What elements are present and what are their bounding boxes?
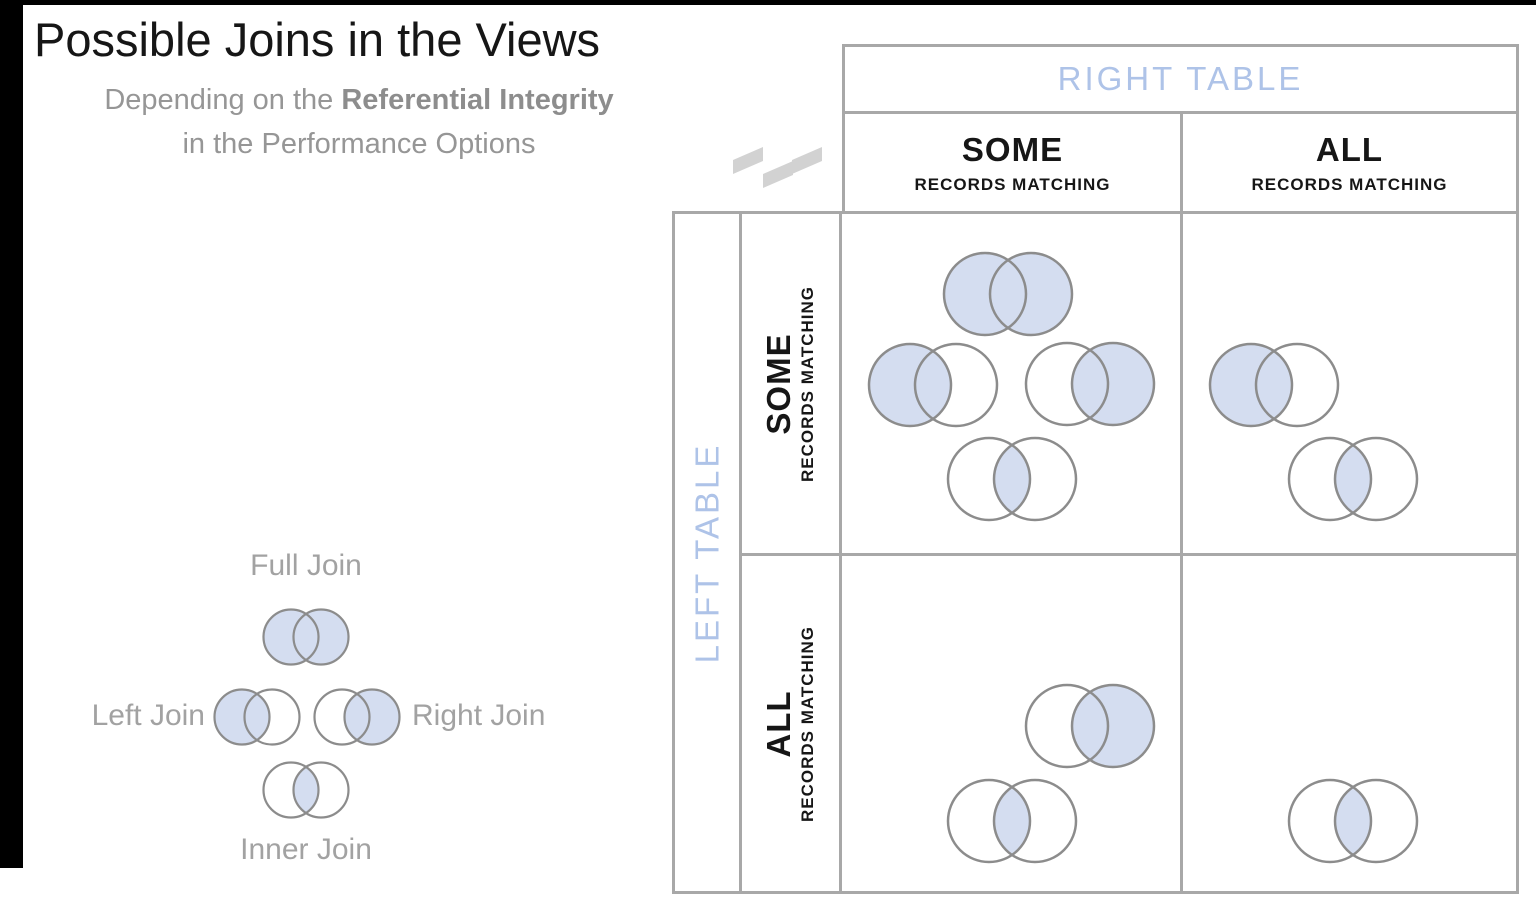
left-join-venn <box>866 341 1000 429</box>
inner-join-venn <box>945 777 1079 865</box>
page-title: Possible Joins in the Views <box>34 13 601 66</box>
legend-label-inner-join: Inner Join <box>240 833 372 866</box>
matrix-cell-some-some <box>839 211 1183 556</box>
matrix-cell-some-all <box>1180 211 1519 556</box>
row-header-rotated-block: ALL RECORDS MATCHING <box>760 625 820 822</box>
row-header-title: SOME <box>760 332 798 435</box>
row-header-left-some: SOME RECORDS MATCHING <box>739 211 842 556</box>
left-table-header: LEFT TABLE <box>672 211 742 894</box>
column-header-subtitle: RECORDS MATCHING <box>914 174 1111 194</box>
left-table-label: LEFT TABLE <box>688 442 725 663</box>
right-table-label: RIGHT TABLE <box>1057 60 1304 97</box>
column-header-right-all: ALL RECORDS MATCHING <box>1180 111 1519 214</box>
inner-join-venn <box>945 435 1079 523</box>
page-subtitle: Depending on the Referential Integrity i… <box>18 78 700 166</box>
inner-join-venn-icon <box>260 760 352 820</box>
subtitle-line-1: Depending on the Referential Integrity <box>18 78 700 122</box>
right-join-venn-icon <box>311 687 403 747</box>
row-header-left-all: ALL RECORDS MATCHING <box>739 553 842 894</box>
row-header-subtitle: RECORDS MATCHING <box>798 625 818 822</box>
matrix-cell-all-all <box>1180 553 1519 894</box>
inner-join-venn <box>1286 777 1420 865</box>
matrix-cell-all-some <box>839 553 1183 894</box>
brand-logo-icon <box>733 147 822 188</box>
full-join-venn <box>941 250 1075 338</box>
legend-label-full-join: Full Join <box>250 549 362 582</box>
column-header-title: ALL <box>1315 130 1384 168</box>
letterbox-top-bar <box>0 0 1536 5</box>
subtitle-text-before: Depending on the <box>104 84 342 116</box>
legend-label-left-join: Left Join <box>91 699 205 732</box>
left-join-venn-icon <box>211 687 303 747</box>
row-header-subtitle: RECORDS MATCHING <box>798 285 818 482</box>
subtitle-emphasis: Referential Integrity <box>341 84 614 116</box>
legend-label-right-join: Right Join <box>412 699 546 732</box>
letterbox-left-bar <box>0 0 23 868</box>
column-header-title: SOME <box>961 130 1064 168</box>
left-join-venn <box>1207 341 1341 429</box>
subtitle-line-2: in the Performance Options <box>182 128 536 160</box>
full-join-venn-icon <box>260 607 352 667</box>
inner-join-venn <box>1286 435 1420 523</box>
column-header-subtitle: RECORDS MATCHING <box>1251 174 1448 194</box>
row-header-title: ALL <box>760 689 798 758</box>
right-table-header: RIGHT TABLE <box>842 44 1519 114</box>
right-join-venn <box>1023 340 1157 428</box>
right-join-venn <box>1023 682 1157 770</box>
row-header-rotated-block: SOME RECORDS MATCHING <box>760 285 820 482</box>
column-header-right-some: SOME RECORDS MATCHING <box>842 111 1183 214</box>
